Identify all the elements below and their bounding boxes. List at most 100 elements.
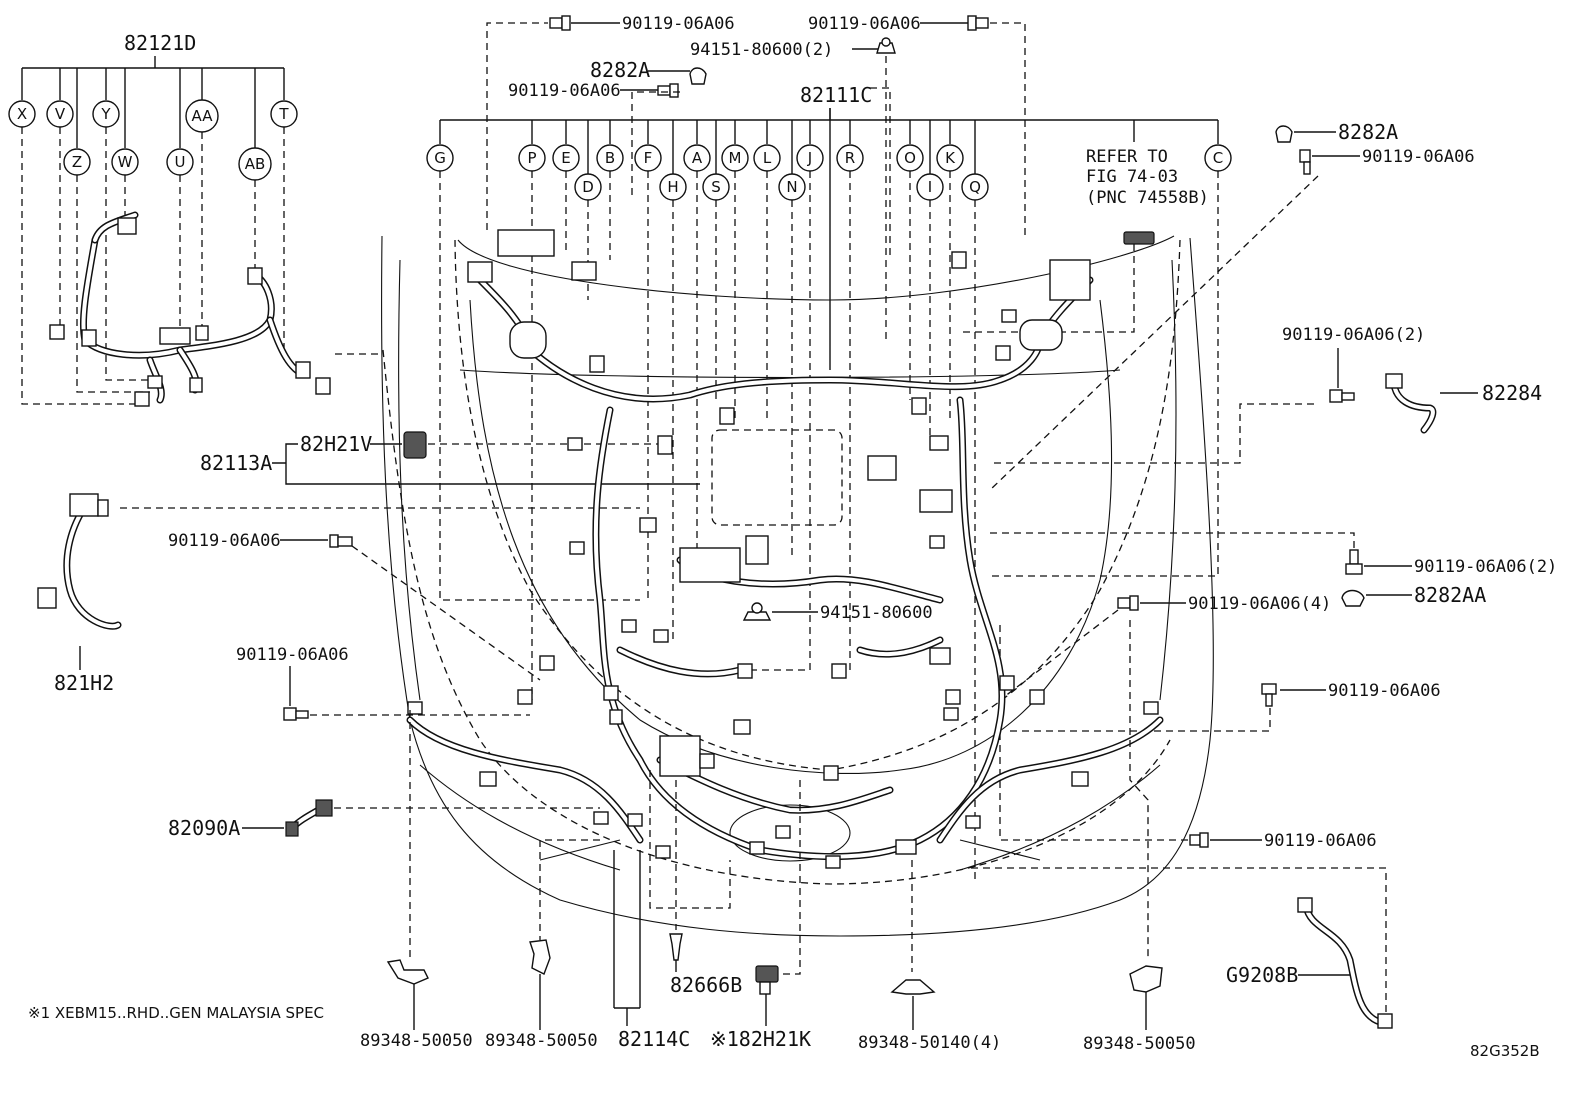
connector-82090a-icon	[285, 799, 333, 837]
bracket-icon	[1129, 965, 1163, 993]
svg-text:J: J	[807, 149, 812, 167]
figure-id: 82G352B	[1470, 1042, 1540, 1060]
circle-label-Y: Y	[92, 100, 120, 128]
callout-94151-group: 94151-80600	[742, 602, 933, 623]
bolt-icon	[1329, 389, 1355, 403]
svg-text:G: G	[434, 149, 446, 167]
circle-label-J: J	[796, 144, 824, 172]
svg-text:D: D	[582, 178, 594, 196]
circle-label-V: V	[46, 100, 74, 128]
circle-label-AA: AA	[185, 99, 219, 133]
sensor-821h2-icon	[37, 493, 122, 630]
right-callouts: 8282A 90119-06A06 90119-06A06(2) 82284 9…	[970, 120, 1557, 1029]
callout-89348-3: 89348-50140(4)	[858, 1033, 1001, 1053]
harness-connectors	[407, 229, 1159, 869]
callout-94151-2: 94151-80600(2)	[690, 40, 833, 60]
callout-90119-2b: 90119-06A06(2)	[1414, 557, 1557, 577]
callout-90119-right2: 90119-06A06	[1328, 681, 1441, 701]
circle-label-S: S	[702, 173, 730, 201]
callout-82111C: 82111C	[800, 83, 872, 107]
svg-text:K: K	[945, 149, 956, 167]
circle-label-R: R	[836, 144, 864, 172]
svg-text:S: S	[711, 178, 721, 196]
circle-label-N: N	[778, 173, 806, 201]
bolt-icon	[657, 83, 679, 98]
svg-text:F: F	[644, 149, 653, 167]
svg-text:V: V	[55, 105, 66, 123]
circle-label-L: L	[753, 144, 781, 172]
callout-89348-2: 89348-50050	[485, 1031, 598, 1051]
svg-text:L: L	[763, 149, 772, 167]
callout-89348-1: 89348-50050	[360, 1031, 473, 1051]
clip-icon	[1341, 589, 1365, 607]
callout-89348-4: 89348-50050	[1083, 1034, 1196, 1054]
circle-label-O: O	[896, 144, 924, 172]
clip-icon	[1275, 125, 1293, 143]
clip-icon	[669, 933, 683, 961]
svg-text:M: M	[729, 149, 742, 167]
svg-text:Y: Y	[100, 105, 111, 123]
left-callouts: 82113A 82H21V 821H2 90119-06A06 90119-06…	[37, 431, 700, 840]
refer-line-2: FIG 74-03	[1086, 167, 1178, 187]
callout-90119-2a: 90119-06A06(2)	[1282, 325, 1425, 345]
callout-8282A-top: 8282A	[590, 58, 650, 82]
circle-label-A: A	[683, 144, 711, 172]
callout-90119-4: 90119-06A06(4)	[1188, 594, 1331, 614]
circle-label-C: C	[1204, 144, 1232, 172]
svg-text:N: N	[786, 178, 797, 196]
svg-text:A: A	[692, 149, 703, 167]
circle-label-P: P	[518, 144, 546, 172]
main-harness-82111c	[406, 229, 1164, 869]
svg-text:T: T	[278, 105, 289, 123]
callout-821H2: 821H2	[54, 671, 114, 695]
bolt-icon	[967, 15, 989, 31]
bolt-icon	[1189, 832, 1209, 848]
circle-label-X: X	[8, 100, 36, 128]
circle-label-Q: Q	[961, 173, 989, 201]
svg-text:X: X	[17, 105, 27, 123]
circle-label-G: G	[426, 144, 454, 172]
nut-icon	[876, 37, 896, 54]
circle-label-K: K	[936, 144, 964, 172]
callout-90119-c: 90119-06A06	[508, 81, 621, 101]
callout-90119-b: 90119-06A06	[808, 14, 921, 34]
circle-label-I: I	[916, 173, 944, 201]
callout-90119-left1: 90119-06A06	[168, 531, 281, 551]
svg-text:O: O	[904, 149, 916, 167]
nut-icon	[742, 602, 772, 621]
main-harness-labels: G P E B F A M L J R O K C D H S N I Q	[426, 120, 1232, 880]
bracket-icon	[529, 939, 551, 975]
svg-text:B: B	[605, 149, 615, 167]
callout-82284: 82284	[1482, 381, 1542, 405]
svg-text:C: C	[1213, 149, 1223, 167]
circle-label-H: H	[659, 173, 687, 201]
bolt-icon	[549, 15, 571, 31]
callout-90119-right3: 90119-06A06	[1264, 831, 1377, 851]
callout-8282A-right: 8282A	[1338, 120, 1398, 144]
circle-label-T: T	[270, 100, 298, 128]
circle-label-E: E	[552, 144, 580, 172]
bolt-icon	[1345, 549, 1363, 575]
callout-G9208B: G9208B	[1226, 963, 1298, 987]
circle-label-AB: AB	[238, 147, 272, 181]
circle-label-M: M	[721, 144, 749, 172]
bolt-icon	[329, 534, 353, 548]
harness-82121d-drawing	[49, 211, 331, 407]
refer-line-3: (PNC 74558B)	[1086, 188, 1209, 208]
svg-text:W: W	[118, 153, 133, 171]
sensor-g9208b-icon	[1297, 897, 1393, 1029]
clip-icon	[890, 979, 936, 995]
svg-text:Z: Z	[72, 153, 82, 171]
circle-label-F: F	[634, 144, 662, 172]
callout-8282AA: 8282AA	[1414, 583, 1486, 607]
callout-90119-a: 90119-06A06	[622, 14, 735, 34]
callout-90119-left2: 90119-06A06	[236, 645, 349, 665]
svg-text:AA: AA	[192, 107, 214, 125]
callout-82090A: 82090A	[168, 816, 240, 840]
bracket-icon	[386, 959, 429, 985]
svg-text:U: U	[175, 153, 186, 171]
svg-text:R: R	[845, 149, 855, 167]
circle-label-D: D	[574, 173, 602, 201]
refer-line-1: REFER TO	[1086, 147, 1168, 167]
